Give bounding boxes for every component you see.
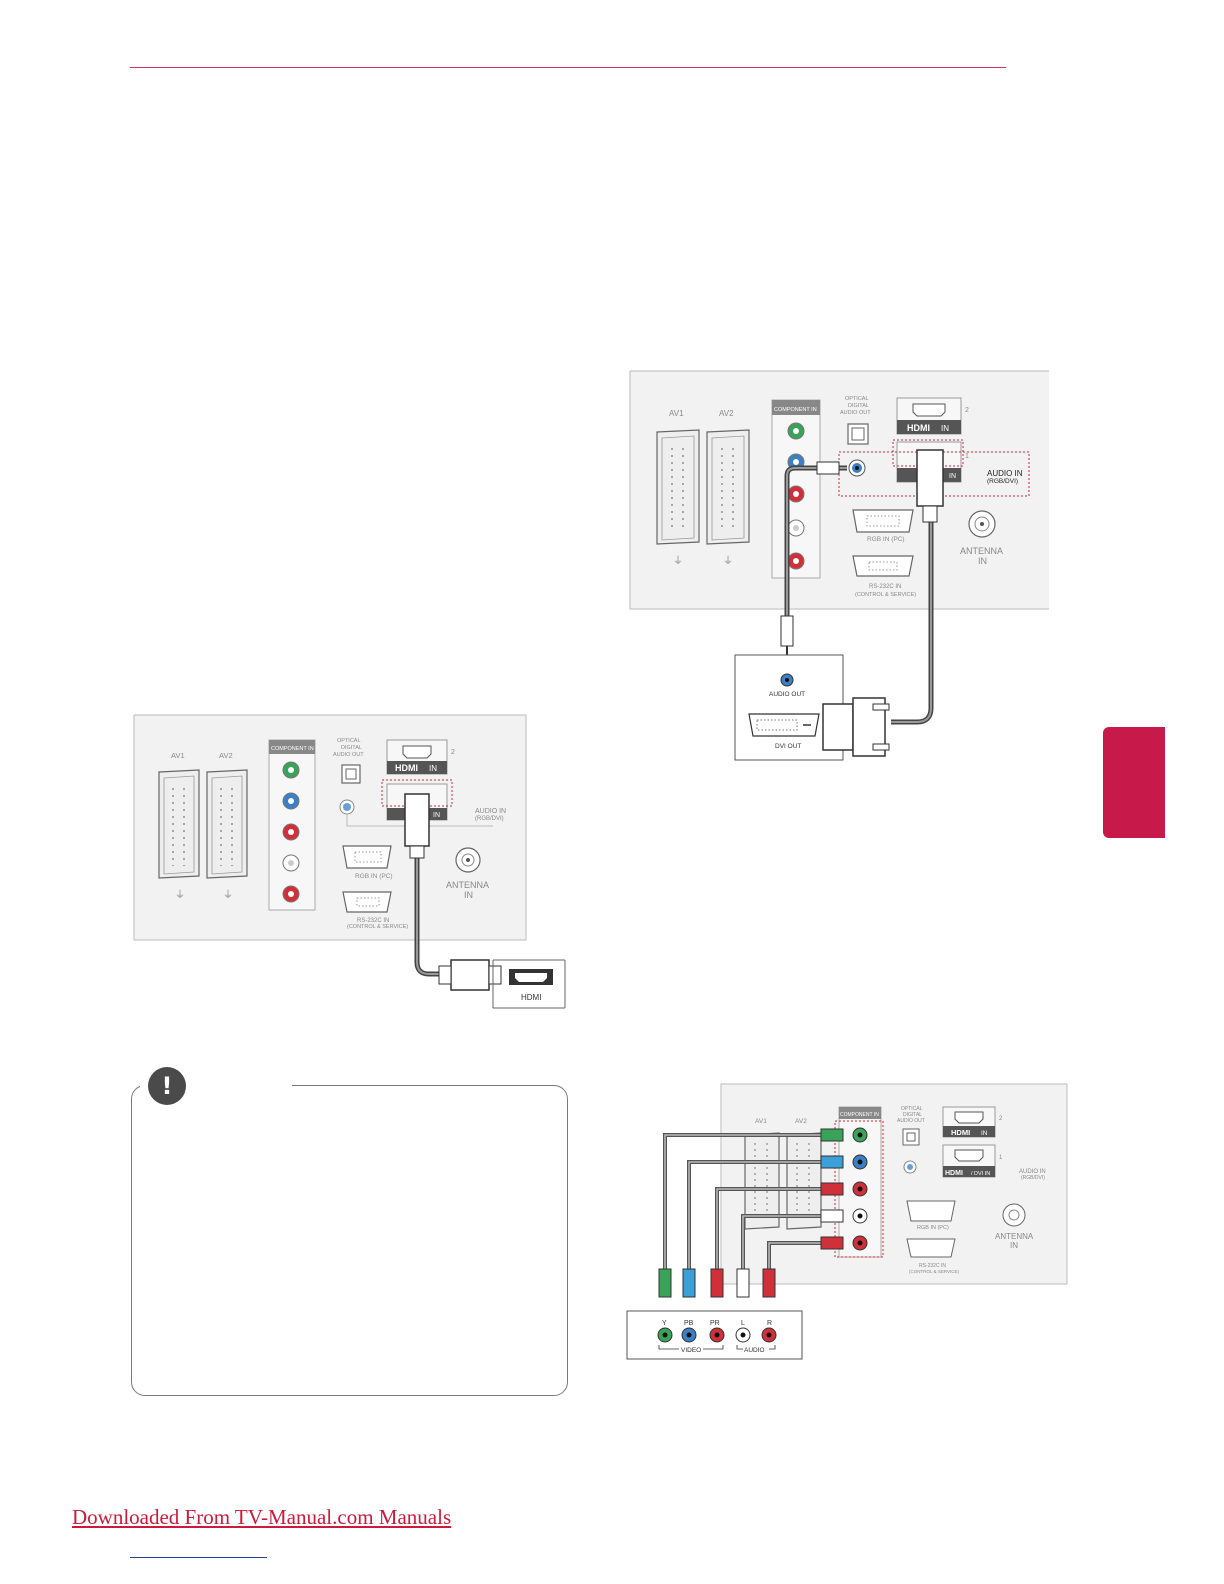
svg-text:2: 2 <box>965 407 969 414</box>
svg-text:/ DVI IN: / DVI IN <box>971 1171 990 1177</box>
svg-text:RGB IN (PC): RGB IN (PC) <box>355 873 393 880</box>
svg-text:AUDIO IN: AUDIO IN <box>1019 1169 1046 1175</box>
svg-text:DIGITAL: DIGITAL <box>903 1112 922 1118</box>
audio-out-label: AUDIO OUT <box>769 691 805 698</box>
svg-text:R: R <box>767 1320 772 1327</box>
svg-text:AV1: AV1 <box>755 1118 767 1125</box>
svg-text:IN: IN <box>464 890 473 900</box>
hdmi-plug-device <box>450 959 490 991</box>
svg-text:RGB IN (PC): RGB IN (PC) <box>917 1225 949 1231</box>
svg-text:IN: IN <box>978 556 987 566</box>
svg-text:DIGITAL: DIGITAL <box>848 403 869 409</box>
svg-text:OPTICAL: OPTICAL <box>845 396 869 402</box>
component-connection-diagram: AV1 AV2 COMPONENT IN OPTICAL DIGITAL AUD… <box>625 1083 1070 1363</box>
svg-text:IN: IN <box>433 812 440 819</box>
svg-text:IN: IN <box>941 424 949 433</box>
note-icon: ! <box>148 1067 186 1105</box>
svg-text:ANTENNA: ANTENNA <box>995 1232 1034 1241</box>
optical-line-1: OPTICAL <box>337 738 361 744</box>
svg-text:RS-232C IN: RS-232C IN <box>869 584 901 590</box>
svg-text:RS-232C IN: RS-232C IN <box>919 1263 946 1269</box>
svg-text:OPTICAL: OPTICAL <box>901 1106 923 1112</box>
svg-text:VIDEO: VIDEO <box>681 1347 701 1354</box>
svg-text:HDMI: HDMI <box>951 1128 970 1137</box>
svg-text:IN: IN <box>1010 1241 1018 1250</box>
svg-text:(CONTROL & SERVICE): (CONTROL & SERVICE) <box>909 1269 960 1274</box>
svg-text:(RGB/DVI): (RGB/DVI) <box>1021 1175 1045 1181</box>
optical-port <box>341 764 361 784</box>
svg-text:COMPONENT IN: COMPONENT IN <box>774 407 817 413</box>
optical-line-2: DIGITAL <box>341 745 362 751</box>
header-rule <box>130 67 1006 68</box>
footer-download-link[interactable]: Downloaded From TV-Manual.com Manuals <box>72 1505 452 1529</box>
svg-text:PB: PB <box>684 1320 694 1327</box>
svg-text:⏚: ⏚ <box>175 889 185 901</box>
svg-text:AUDIO OUT: AUDIO OUT <box>840 410 871 416</box>
scart-av1 <box>158 769 200 879</box>
component-in-label: COMPONENT IN <box>271 746 314 752</box>
svg-text:⏚: ⏚ <box>723 555 733 567</box>
chapter-tab <box>1103 727 1165 838</box>
audio-in-label: AUDIO IN <box>475 808 506 815</box>
dvi-out-label: DVI OUT <box>775 743 801 750</box>
svg-text:AUDIO IN: AUDIO IN <box>987 469 1023 478</box>
note-box <box>131 1085 568 1396</box>
svg-text:PR: PR <box>710 1320 720 1327</box>
svg-text:(CONTROL & SERVICE): (CONTROL & SERVICE) <box>347 924 408 930</box>
svg-text:HDMI: HDMI <box>945 1170 963 1177</box>
dvi-plug <box>822 703 854 751</box>
scart-av2 <box>206 769 248 879</box>
svg-text:IN: IN <box>981 1130 988 1137</box>
svg-text:AUDIO OUT: AUDIO OUT <box>897 1118 925 1124</box>
svg-text:(CONTROL & SERVICE): (CONTROL & SERVICE) <box>855 592 916 598</box>
svg-text:(RGB/DVI): (RGB/DVI) <box>475 816 504 822</box>
svg-text:COMPONENT IN: COMPONENT IN <box>840 1112 879 1118</box>
svg-text:AV2: AV2 <box>795 1118 807 1125</box>
svg-text:ANTENNA: ANTENNA <box>446 880 489 890</box>
rgb-in-port <box>342 845 392 869</box>
svg-text:2: 2 <box>451 749 455 756</box>
svg-text:ANTENNA: ANTENNA <box>960 546 1003 556</box>
svg-text:AV2: AV2 <box>719 409 734 418</box>
av2-label: AV2 <box>219 751 233 760</box>
svg-text:⏚: ⏚ <box>223 889 233 901</box>
svg-text:2: 2 <box>999 1116 1003 1122</box>
av1-label: AV1 <box>171 751 185 760</box>
svg-text:AUDIO: AUDIO <box>744 1347 765 1354</box>
svg-text:Y: Y <box>662 1320 667 1327</box>
hdmi-in-2-label: HDMI <box>395 763 418 773</box>
svg-text:⏚: ⏚ <box>673 555 683 567</box>
svg-text:1: 1 <box>965 453 969 460</box>
hdmi-plug-tv <box>404 793 430 847</box>
rs232-port <box>342 891 392 913</box>
svg-text:IN: IN <box>949 473 956 480</box>
svg-text:AV1: AV1 <box>669 409 684 418</box>
hdmi-connection-diagram: AV1 AV2 ⏚⏚ COMPONENT IN OPTICAL DIGITAL … <box>133 714 573 1014</box>
dvi-connection-diagram: AV1 AV2 ⏚⏚ COMPONENT IN OPTICAL DIGITAL … <box>629 370 1049 765</box>
svg-text:HDMI: HDMI <box>907 423 930 433</box>
footer-rule <box>130 1557 267 1558</box>
svg-text:IN: IN <box>429 764 437 773</box>
svg-text:RGB IN (PC): RGB IN (PC) <box>867 536 905 543</box>
svg-text:L: L <box>741 1320 745 1327</box>
component-jacks <box>282 761 300 903</box>
device-hdmi-label: HDMI <box>521 993 541 1002</box>
optical-line-3: AUDIO OUT <box>333 752 364 758</box>
svg-text:(RGB/DVI): (RGB/DVI) <box>987 478 1018 485</box>
svg-text:RS-232C IN: RS-232C IN <box>357 918 389 924</box>
svg-text:1: 1 <box>999 1155 1003 1161</box>
